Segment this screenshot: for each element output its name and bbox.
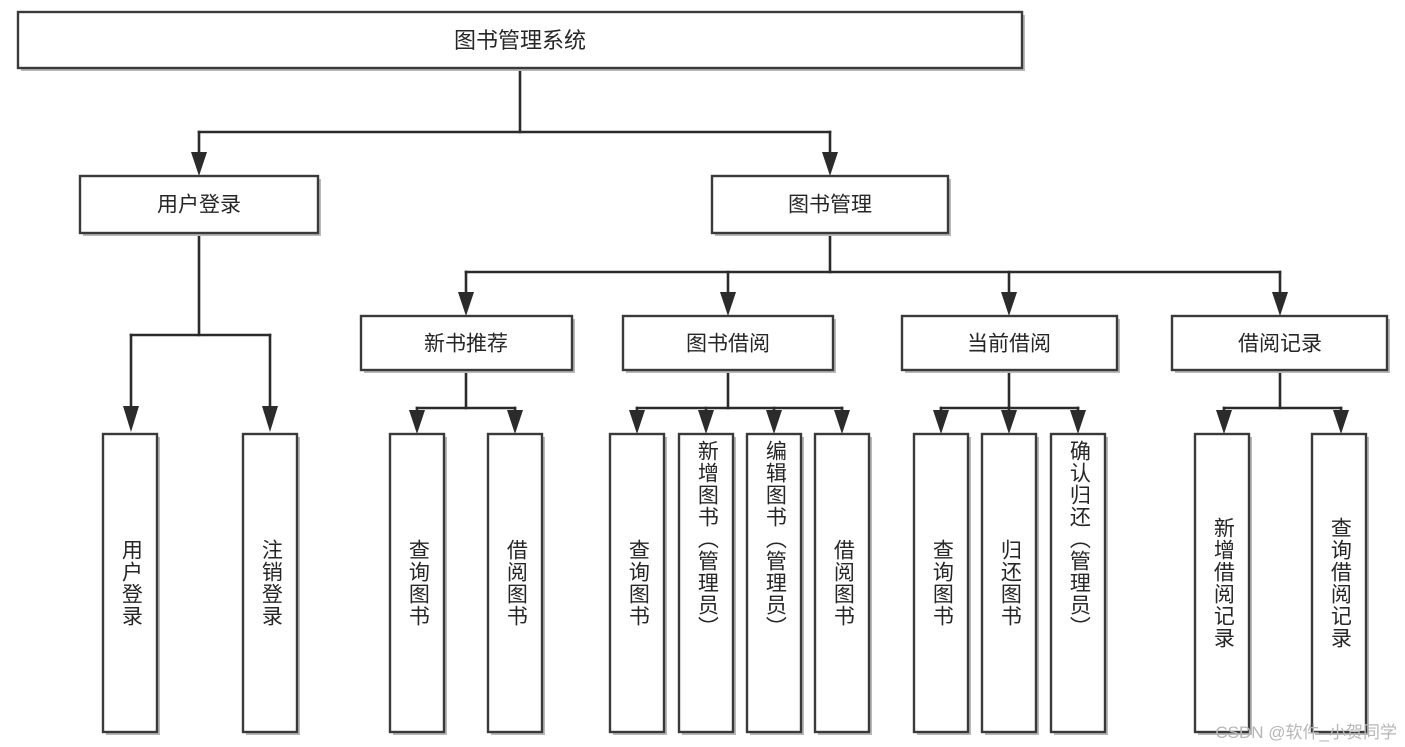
node-leaf-query-book-1[interactable] [388, 432, 447, 735]
node-user-login[interactable]: 用户登录 [78, 174, 321, 236]
node-leaf-borrow-book-1[interactable] [486, 432, 545, 735]
node-root[interactable]: 图书管理系统 [16, 10, 1025, 71]
arrow-head-borrow-record [1272, 292, 1288, 316]
arrow-head-leaf-query-book-3 [933, 410, 949, 434]
node-leaf-borrow-book-2[interactable] [813, 432, 872, 735]
node-new-book-recommend[interactable]: 新书推荐 [359, 314, 575, 373]
connector-group-book-manage [458, 231, 1288, 316]
connector-group-current-borrow [933, 371, 1086, 434]
connector-group-user-login [123, 231, 278, 432]
arrow-head-leaf-edit-book-admin [766, 410, 782, 434]
node-borrow-record-label: 借阅记录 [1238, 333, 1322, 356]
arrow-head-leaf-query-book-1 [409, 410, 425, 434]
node-leaf-query-borrow-record[interactable] [1310, 432, 1369, 735]
arrow-head-leaf-query-borrow-record [1333, 410, 1349, 434]
node-leaf-query-book-3[interactable] [912, 432, 971, 735]
arrow-head-leaf-borrow-book-2 [834, 410, 850, 434]
node-book-manage-label: 图书管理 [788, 194, 872, 217]
node-book-manage[interactable]: 图书管理 [710, 174, 951, 236]
arrow-head-leaf-user-login [123, 406, 139, 432]
node-current-borrow[interactable]: 当前借阅 [900, 314, 1120, 373]
connector-group-borrow-record [1216, 371, 1349, 434]
node-leaf-edit-book-admin[interactable] [745, 432, 804, 735]
arrow-head-leaf-return-book [1001, 410, 1017, 434]
node-user-login-label: 用户登录 [157, 194, 241, 217]
node-borrow-record[interactable]: 借阅记录 [1170, 314, 1390, 373]
arrow-head-new-book-recommend [458, 292, 474, 316]
arrow-head-book-borrow [720, 292, 736, 316]
arrow-head-leaf-query-book-2 [629, 410, 645, 434]
node-book-borrow-label: 图书借阅 [686, 333, 770, 356]
node-current-borrow-label: 当前借阅 [967, 333, 1051, 356]
node-leaf-add-borrow-record[interactable] [1193, 432, 1252, 735]
node-leaf-query-book-2[interactable] [608, 432, 667, 735]
arrow-head-leaf-confirm-return-admin [1070, 410, 1086, 434]
arrow-head-leaf-add-borrow-record [1216, 410, 1232, 434]
node-leaf-add-book-admin[interactable] [677, 432, 736, 735]
node-leaf-return-book[interactable] [980, 432, 1039, 735]
arrow-head-leaf-logout-login [262, 406, 278, 432]
arrow-head-leaf-add-book-admin [698, 410, 714, 434]
arrow-head-current-borrow [1001, 292, 1017, 316]
node-new-book-recommend-label: 新书推荐 [424, 333, 508, 356]
arrow-head-leaf-borrow-book-1 [507, 410, 523, 434]
node-book-borrow[interactable]: 图书借阅 [621, 314, 836, 373]
node-leaf-user-login[interactable] [101, 432, 160, 735]
arrow-head-book-manage [822, 152, 838, 176]
node-root-label: 图书管理系统 [454, 28, 586, 53]
connector-group-book-borrow [629, 371, 850, 434]
node-leaf-logout-login[interactable] [241, 432, 300, 735]
arrow-head-user-login [191, 152, 207, 176]
connector-group-root [191, 66, 838, 176]
node-leaf-confirm-return-admin[interactable] [1049, 432, 1108, 735]
connector-group-new-book-recommend [409, 371, 523, 434]
